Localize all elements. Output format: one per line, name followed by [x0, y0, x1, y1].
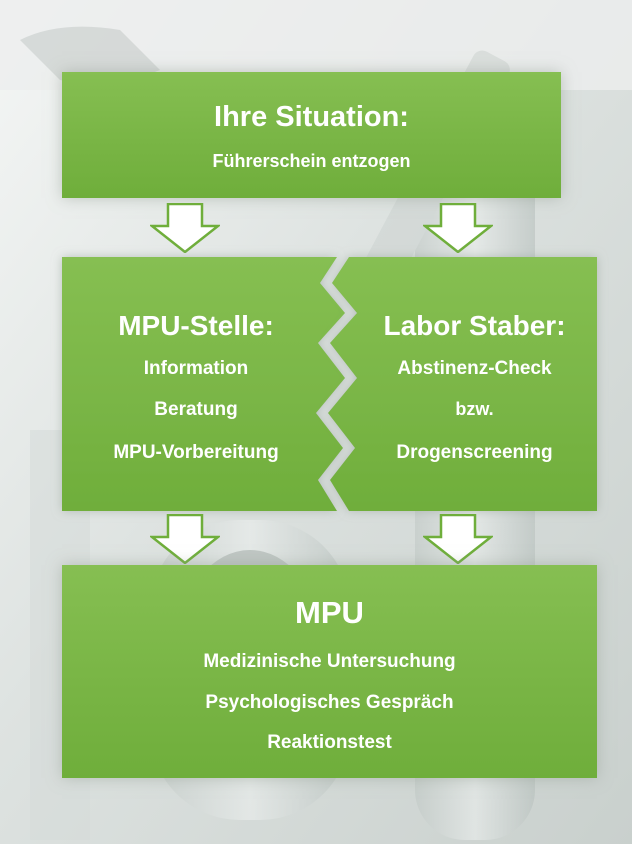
- mpu-title: MPU: [295, 595, 364, 630]
- mpu-stelle-box: MPU-Stelle: Information Beratung MPU-Vor…: [62, 257, 330, 511]
- mpu-line-2: Psychologisches Gespräch: [205, 692, 454, 713]
- labor-staber-title: Labor Staber:: [383, 310, 566, 341]
- mpu-box: MPU Medizinische Untersuchung Psychologi…: [62, 565, 597, 778]
- situation-line: Führerschein entzogen: [212, 151, 411, 171]
- mpu-stelle-line-2: Beratung: [154, 399, 238, 420]
- arrow-down-icon: [150, 203, 220, 253]
- mpu-line-3: Reaktionstest: [267, 732, 392, 753]
- mpu-line-1: Medizinische Untersuchung: [203, 651, 456, 672]
- situation-box: Ihre Situation: Führerschein entzogen: [62, 72, 561, 198]
- arrow-down-icon: [423, 514, 493, 564]
- mpu-stelle-line-3: MPU-Vorbereitung: [113, 442, 279, 463]
- arrow-down-icon: [423, 203, 493, 253]
- mpu-stelle-title: MPU-Stelle:: [118, 310, 274, 341]
- situation-title: Ihre Situation:: [214, 101, 409, 133]
- labor-staber-line-2: bzw.: [455, 399, 494, 419]
- labor-staber-line-3: Drogenscreening: [396, 442, 553, 463]
- mpu-stelle-line-1: Information: [143, 358, 249, 379]
- labor-staber-box: Labor Staber: Abstinenz-Check bzw. Droge…: [352, 257, 597, 511]
- labor-staber-line-1: Abstinenz-Check: [397, 358, 552, 379]
- arrow-down-icon: [150, 514, 220, 564]
